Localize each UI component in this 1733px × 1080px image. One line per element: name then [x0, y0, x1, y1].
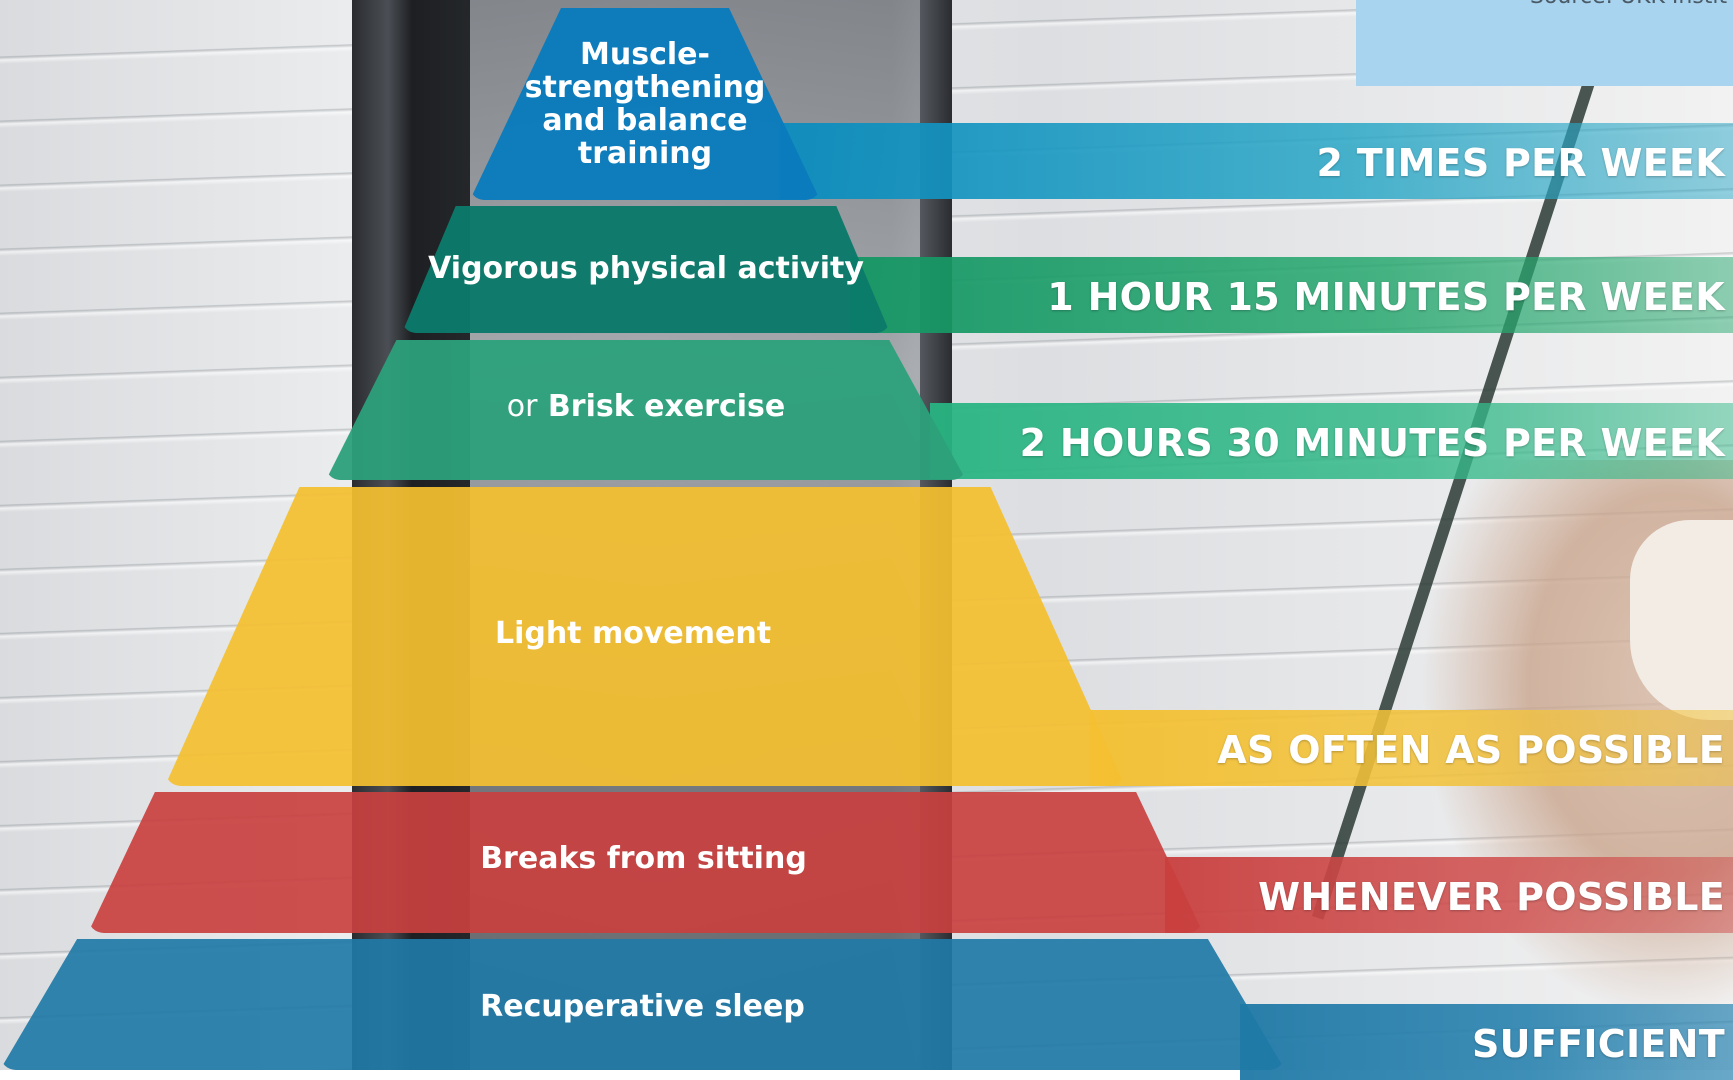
- frequency-bar-light: AS OFTEN AS POSSIBLE: [1090, 710, 1733, 786]
- tier-shape-light: [165, 487, 1125, 786]
- source-box: [1356, 0, 1733, 86]
- frequency-label-vigorous: 1 HOUR 15 MINUTES PER WEEK: [1047, 275, 1725, 319]
- tier-label-strength: Muscle- strengthening and balance traini…: [524, 37, 766, 171]
- frequency-bar-vigorous: 1 HOUR 15 MINUTES PER WEEK: [850, 257, 1733, 333]
- tier-shape-sleep: [0, 939, 1285, 1070]
- tier-shape-brisk: [326, 340, 966, 480]
- frequency-label-strength: 2 TIMES PER WEEK: [1316, 141, 1725, 185]
- frequency-label-sleep: SUFFICIENT: [1472, 1022, 1725, 1066]
- pyramid-tier-breaks: Breaks from sitting: [88, 792, 1203, 933]
- tier-label-breaks: Breaks from sitting: [480, 841, 807, 876]
- frequency-label-light: AS OFTEN AS POSSIBLE: [1217, 728, 1725, 772]
- tier-shape-vigorous: [402, 206, 890, 333]
- frequency-label-breaks: WHENEVER POSSIBLE: [1258, 875, 1725, 919]
- pyramid-tier-brisk: or Brisk exercise: [326, 340, 966, 480]
- person-shirt: [1630, 520, 1733, 720]
- tier-label-brisk: or Brisk exercise: [506, 389, 786, 424]
- tier-shape-breaks: [88, 792, 1203, 933]
- frequency-bar-breaks: WHENEVER POSSIBLE: [1165, 857, 1733, 933]
- frequency-bar-strength: 2 TIMES PER WEEK: [780, 123, 1733, 199]
- tier-label-vigorous: Vigorous physical activity: [428, 251, 864, 286]
- pyramid-tier-sleep: Recuperative sleep: [0, 939, 1285, 1070]
- pyramid-tier-strength: Muscle- strengthening and balance traini…: [470, 8, 820, 200]
- frequency-bar-sleep: SUFFICIENT: [1240, 1004, 1733, 1080]
- tier-label-sleep: Recuperative sleep: [480, 989, 805, 1024]
- pyramid-tier-vigorous: Vigorous physical activity: [402, 206, 890, 333]
- frequency-bar-brisk: 2 HOURS 30 MINUTES PER WEEK: [930, 403, 1733, 479]
- frequency-label-brisk: 2 HOURS 30 MINUTES PER WEEK: [1019, 421, 1725, 465]
- tier-label-light: Light movement: [494, 616, 772, 651]
- source-note: Source: UKK Instit: [1530, 0, 1727, 9]
- pyramid-tier-light: Light movement: [165, 487, 1125, 786]
